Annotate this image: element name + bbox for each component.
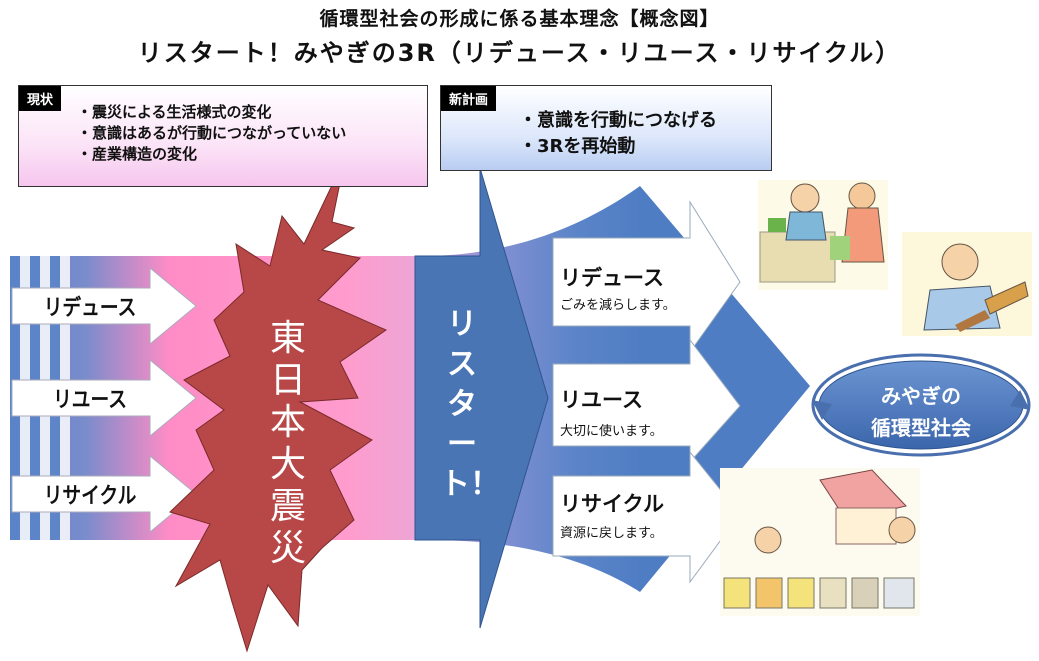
new-plan-item: ・3Rを再始動 [519, 136, 636, 157]
page-title: 循環型社会の形成に係る基本理念【概念図】 [319, 8, 720, 30]
current-status-tag: 現状 [19, 86, 62, 111]
right-arrow-label-reuse: リユース [560, 388, 643, 412]
right-arrow-reduce [552, 200, 741, 354]
new-plan-box: 新計画 ・意識を行動につなげる ・3Rを再始動 [440, 85, 772, 171]
current-status-item: ・産業構造の変化 [77, 145, 198, 163]
current-status-item: ・意識はあるが行動につながっていない [77, 124, 347, 142]
restart-label: リスタート！ [440, 307, 500, 502]
goal-label-line1: みやぎの [881, 384, 961, 408]
page-subtitle: リスタート！みやぎの3R（リデュース・リユース・リサイクル） [137, 39, 902, 67]
current-status-list: ・震災による生活様式の変化 ・意識はあるが行動につながっていない ・産業構造の変… [77, 102, 346, 165]
earthquake-burst [169, 157, 388, 653]
left-arrow-reduce [11, 266, 197, 346]
left-arrow-label-reuse: リユース [53, 388, 127, 413]
current-status-item: ・震災による生活様式の変化 [77, 103, 272, 121]
cycle-ring [811, 353, 1031, 457]
left-arrow-reuse [11, 358, 197, 438]
current-status-box: 現状 ・震災による生活様式の変化 ・意識はあるが行動につながっていない ・産業構… [18, 85, 428, 187]
new-plan-item: ・意識を行動につなげる [519, 110, 717, 131]
right-arrow-sub-recycle: 資源に戻します。 [560, 526, 663, 541]
goal-label-line2: 循環型社会 [871, 416, 971, 440]
right-arrow-sub-reduce: ごみを減らします。 [560, 298, 676, 313]
left-arrow-label-recycle: リサイクル [43, 484, 137, 509]
shopping-illustration [758, 180, 888, 290]
cycle-arrow-left-icon [812, 400, 832, 420]
right-arrow-recycle [552, 450, 741, 584]
cycle-arrow-right-icon [1010, 390, 1030, 410]
earthquake-label: 東日本大震災 [269, 318, 306, 569]
new-plan-tag: 新計画 [441, 86, 497, 111]
right-arrow-reuse [552, 338, 741, 464]
goal-label: みやぎの 循環型社会 [836, 380, 1006, 444]
right-arrow-label-reduce: リデュース [560, 266, 664, 290]
restart-arrow [414, 167, 549, 629]
left-arrow-label-reduce: リデュース [43, 296, 137, 321]
recycling-illustration [720, 468, 920, 616]
repair-illustration [902, 232, 1032, 336]
new-plan-list: ・意識を行動につなげる ・3Rを再始動 [519, 108, 717, 160]
right-arrow-label-recycle: リサイクル [560, 492, 664, 516]
right-arrow-sub-reuse: 大切に使います。 [560, 424, 663, 439]
